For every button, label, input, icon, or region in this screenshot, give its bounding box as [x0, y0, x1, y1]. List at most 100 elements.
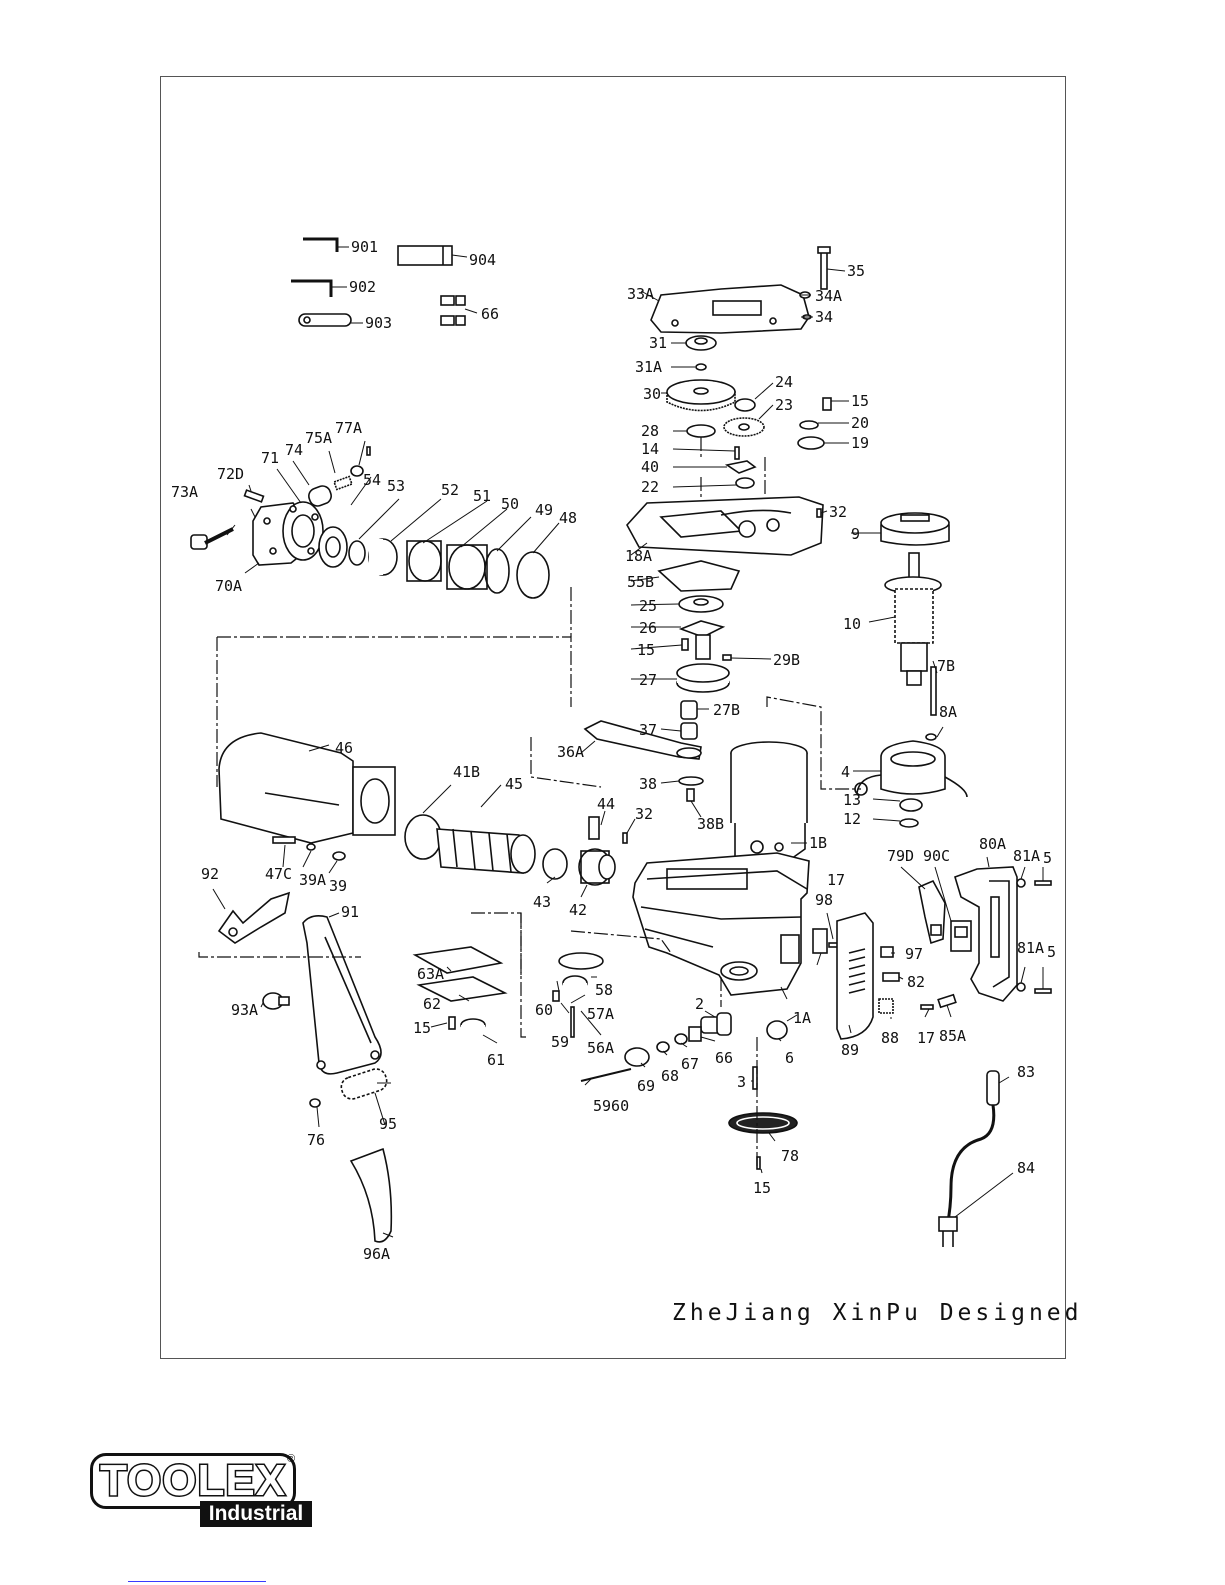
part-label: 50 [501, 495, 519, 513]
screw-60-top [552, 990, 560, 1002]
switch-90c [950, 920, 972, 952]
part-label: 82 [907, 973, 925, 991]
screw-15-top [822, 397, 832, 411]
ring-49 [484, 548, 510, 594]
registered-mark: ® [287, 1453, 296, 1465]
bearing-13 [899, 798, 923, 812]
lever-57a [562, 975, 588, 997]
part-label: 5960 [593, 1097, 629, 1115]
sleeve-51 [406, 540, 442, 582]
screw-15-mid [681, 638, 689, 651]
pin-56a [570, 1006, 575, 1038]
gear-housing [626, 496, 824, 556]
washer-39a [306, 843, 316, 851]
part-label: 31 [649, 334, 667, 352]
carbon-brush-pair [440, 295, 466, 326]
part-label: 903 [365, 314, 392, 332]
ring-12 [899, 818, 919, 828]
screw-7b [930, 666, 937, 716]
part-label: 55B [627, 573, 654, 591]
part-label: 93A [231, 1001, 258, 1019]
part-label: 38 [639, 775, 657, 793]
part-label: 15 [637, 641, 655, 659]
bearing-22 [735, 477, 755, 489]
toolex-logo: TOOLEX Industrial ® [90, 1453, 315, 1529]
part-label: 2 [695, 995, 704, 1013]
gear-cover [650, 284, 810, 334]
part-label: 56A [587, 1039, 614, 1057]
spring-75a [333, 475, 353, 491]
part-label: 68 [661, 1067, 679, 1085]
nameplate-78 [728, 1112, 798, 1134]
part-label: 71 [261, 449, 279, 467]
part-label: 57A [587, 1005, 614, 1023]
switch-97 [880, 946, 894, 958]
screw-72d [243, 489, 265, 503]
pin-29b [722, 654, 732, 661]
part-label: 91 [341, 903, 359, 921]
bushing-74 [308, 485, 332, 507]
front-housing-46 [218, 732, 396, 844]
part-label: 40 [641, 458, 659, 476]
part-label: 81A [1017, 939, 1044, 957]
part-label: 46 [335, 739, 353, 757]
gasket-63a [412, 946, 504, 974]
part-label: 27B [713, 701, 740, 719]
footer-link-underline [128, 1581, 266, 1582]
bearing-28 [686, 424, 716, 438]
part-label: 24 [775, 373, 793, 391]
part-label: 20 [851, 414, 869, 432]
hex-key-small [303, 237, 339, 252]
part-label: 42 [569, 901, 587, 919]
front-flange-71 [282, 501, 324, 561]
part-label: 31A [635, 358, 662, 376]
cylinder-1b [730, 741, 808, 860]
part-label: 74 [285, 441, 303, 459]
part-label: 39 [329, 877, 347, 895]
bearing-31 [685, 335, 717, 351]
part-66-low [688, 1026, 702, 1042]
part-label: 54 [363, 471, 381, 489]
connecting-rod [583, 720, 702, 760]
key-32-mid [622, 832, 628, 844]
grip-sleeve-96a [349, 1147, 393, 1243]
part-label: 14 [641, 440, 659, 458]
rear-handle-80a [954, 866, 1018, 1002]
screw-47c [272, 836, 296, 844]
part-label: 73A [171, 483, 198, 501]
part-label: 36A [557, 743, 584, 761]
ram-52 [368, 538, 398, 576]
part-label: 23 [775, 396, 793, 414]
washer-58 [558, 952, 604, 970]
part-label: 67 [681, 1055, 699, 1073]
part-label: 98 [815, 891, 833, 909]
ring-67 [674, 1033, 688, 1045]
part-label: 18A [625, 547, 652, 565]
needle-bearing-27b [680, 700, 698, 720]
part-label: 44 [597, 795, 615, 813]
ring-48 [516, 551, 550, 599]
part-label: 97 [905, 945, 923, 963]
part-label: 37 [639, 721, 657, 739]
part-label: 43 [533, 893, 551, 911]
bearing-24 [734, 398, 756, 412]
part-label: 32 [829, 503, 847, 521]
washer-8a [925, 733, 937, 741]
part-label: 35 [847, 262, 865, 280]
striker-barrel-45 [436, 828, 536, 874]
part-label: 48 [559, 509, 577, 527]
part-label: 59 [551, 1033, 569, 1051]
part-label: 1A [793, 1009, 811, 1027]
part-label: 51 [473, 487, 491, 505]
screw-5-top [1034, 880, 1052, 886]
crankshaft [676, 634, 730, 693]
part-label: 25 [639, 597, 657, 615]
plate-40 [724, 460, 757, 474]
cap-61 [460, 1018, 486, 1037]
crankcase-body [632, 852, 810, 996]
hex-key-large [291, 279, 333, 297]
handle-knob-95 [340, 1068, 388, 1100]
part-label: 84 [1017, 1159, 1035, 1177]
logo-wordmark: TOOLEX [90, 1453, 296, 1509]
ring-6 [766, 1020, 788, 1040]
